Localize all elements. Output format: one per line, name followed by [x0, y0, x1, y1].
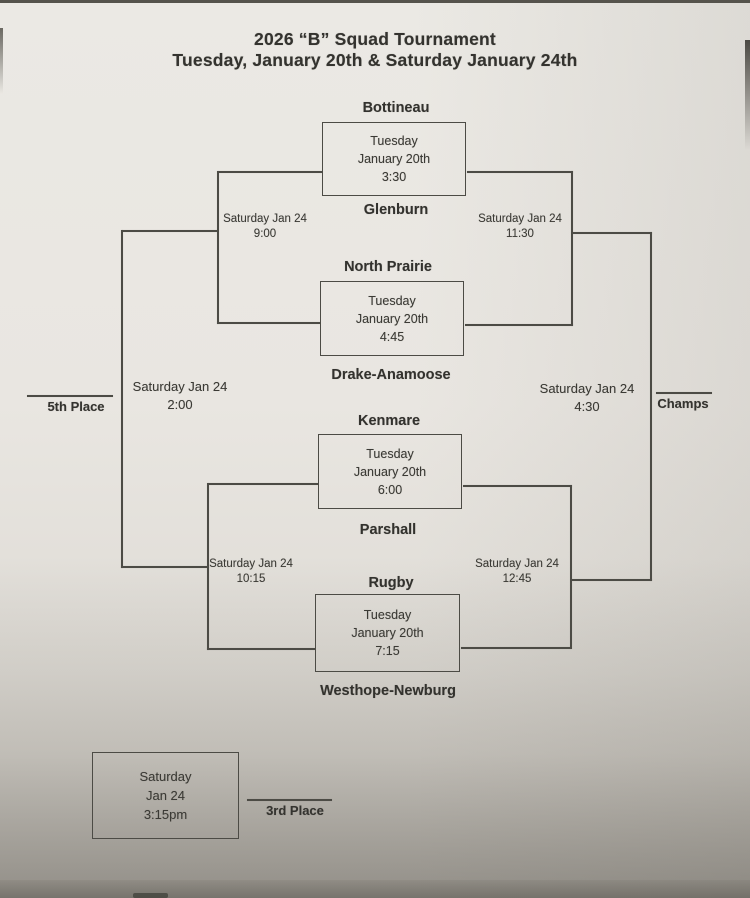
team-kenmare: Kenmare: [357, 413, 421, 429]
connector-line: [217, 322, 320, 324]
connector-line: [218, 171, 322, 173]
page-title-line2: Tuesday, January 20th & Saturday January…: [172, 50, 578, 70]
connector-line: [121, 566, 209, 568]
connector-line: [570, 485, 572, 649]
game1-time: 3:30: [381, 170, 407, 184]
champion-winner-line: [656, 392, 712, 394]
saturday-game-430pm-date: Saturday Jan 24: [539, 381, 635, 396]
third-place-day: Saturday: [139, 769, 192, 784]
connector-line: [465, 324, 573, 326]
team-westhope-newburg: Westhope-Newburg: [320, 683, 456, 699]
saturday-game-1130-date: Saturday Jan 24: [478, 213, 562, 225]
connector-line: [121, 230, 123, 568]
team-drake-anamoose: Drake-Anamoose: [331, 367, 451, 383]
third-place-game-box: Saturday Jan 24 3:15pm: [92, 752, 239, 839]
game1-date: January 20th: [357, 152, 431, 166]
connector-line: [572, 232, 652, 234]
photo-top-edge: [0, 0, 750, 3]
team-bottineau: Bottineau: [362, 100, 430, 116]
game4-date: January 20th: [351, 626, 424, 640]
game3-day: Tuesday: [366, 446, 414, 461]
team-north-prairie: North Prairie: [344, 259, 432, 275]
page-title-line1: 2026 “B” Squad Tournament: [254, 29, 496, 49]
third-place-time: 3:15pm: [143, 807, 188, 822]
game3-box: Tuesday January 20th 6:00: [318, 434, 462, 509]
game3-date: January 20th: [353, 464, 427, 479]
team-rugby: Rugby: [368, 575, 414, 591]
connector-line: [217, 171, 219, 324]
fifth-place-label: 5th Place: [47, 399, 105, 414]
game1-box: Tuesday January 20th 3:30: [322, 122, 466, 196]
saturday-game-1245-time: 12:45: [502, 573, 532, 585]
saturday-game-2pm-date: Saturday Jan 24: [132, 379, 228, 394]
team-parshall: Parshall: [359, 522, 417, 538]
connector-line: [207, 648, 315, 650]
game4-day: Tuesday: [363, 608, 412, 622]
connector-line: [461, 647, 571, 649]
third-place-date: Jan 24: [145, 788, 186, 803]
connector-line: [463, 485, 572, 487]
saturday-game-1015-date: Saturday Jan 24: [209, 558, 293, 570]
team-glenburn: Glenburn: [363, 202, 429, 218]
connector-line: [571, 171, 573, 326]
saturday-game-1130-time: 11:30: [506, 228, 534, 240]
fifth-place-winner-line: [27, 395, 113, 397]
photo-bottom-edge: [0, 880, 750, 898]
saturday-game-1245-date: Saturday Jan 24: [475, 558, 559, 570]
connector-line: [122, 230, 218, 232]
connector-line: [207, 483, 209, 650]
connector-line: [572, 579, 652, 581]
saturday-game-9am-date: Saturday Jan 24: [223, 213, 307, 225]
connector-line: [208, 483, 318, 485]
saturday-game-1130-label: Saturday Jan 24 11:30: [460, 212, 580, 242]
connector-line: [467, 171, 573, 173]
third-place-label: 3rd Place: [266, 803, 324, 818]
saturday-game-2pm-time: 2:00: [167, 396, 193, 412]
saturday-game-1015-label: Saturday Jan 24 10:15: [193, 557, 309, 587]
saturday-game-430pm-label: Saturday Jan 24 4:30: [532, 380, 642, 415]
saturday-game-430pm-time: 4:30: [574, 398, 600, 414]
game2-day: Tuesday: [368, 293, 416, 308]
saturday-game-1015-time: 10:15: [236, 573, 266, 585]
saturday-game-9am-time: 9:00: [253, 228, 277, 240]
saturday-game-2pm-label: Saturday Jan 24 2:00: [125, 378, 235, 413]
game1-day: Tuesday: [370, 134, 418, 148]
saturday-game-1245-label: Saturday Jan 24 12:45: [459, 557, 575, 587]
saturday-game-9am-label: Saturday Jan 24 9:00: [205, 212, 325, 242]
cutoff-text-mark: [133, 893, 168, 898]
photo-right-edge: [745, 40, 750, 150]
game4-box: Tuesday January 20th 7:15: [315, 594, 460, 672]
game2-box: Tuesday January 20th 4:45: [320, 281, 464, 356]
third-place-winner-line: [247, 799, 332, 801]
game2-time: 4:45: [379, 329, 405, 344]
champs-label: Champs: [657, 396, 709, 411]
game3-time: 6:00: [377, 482, 403, 497]
game4-time: 7:15: [375, 644, 400, 658]
connector-line: [650, 232, 652, 581]
photo-left-edge: [0, 28, 3, 94]
game2-date: January 20th: [355, 311, 429, 326]
